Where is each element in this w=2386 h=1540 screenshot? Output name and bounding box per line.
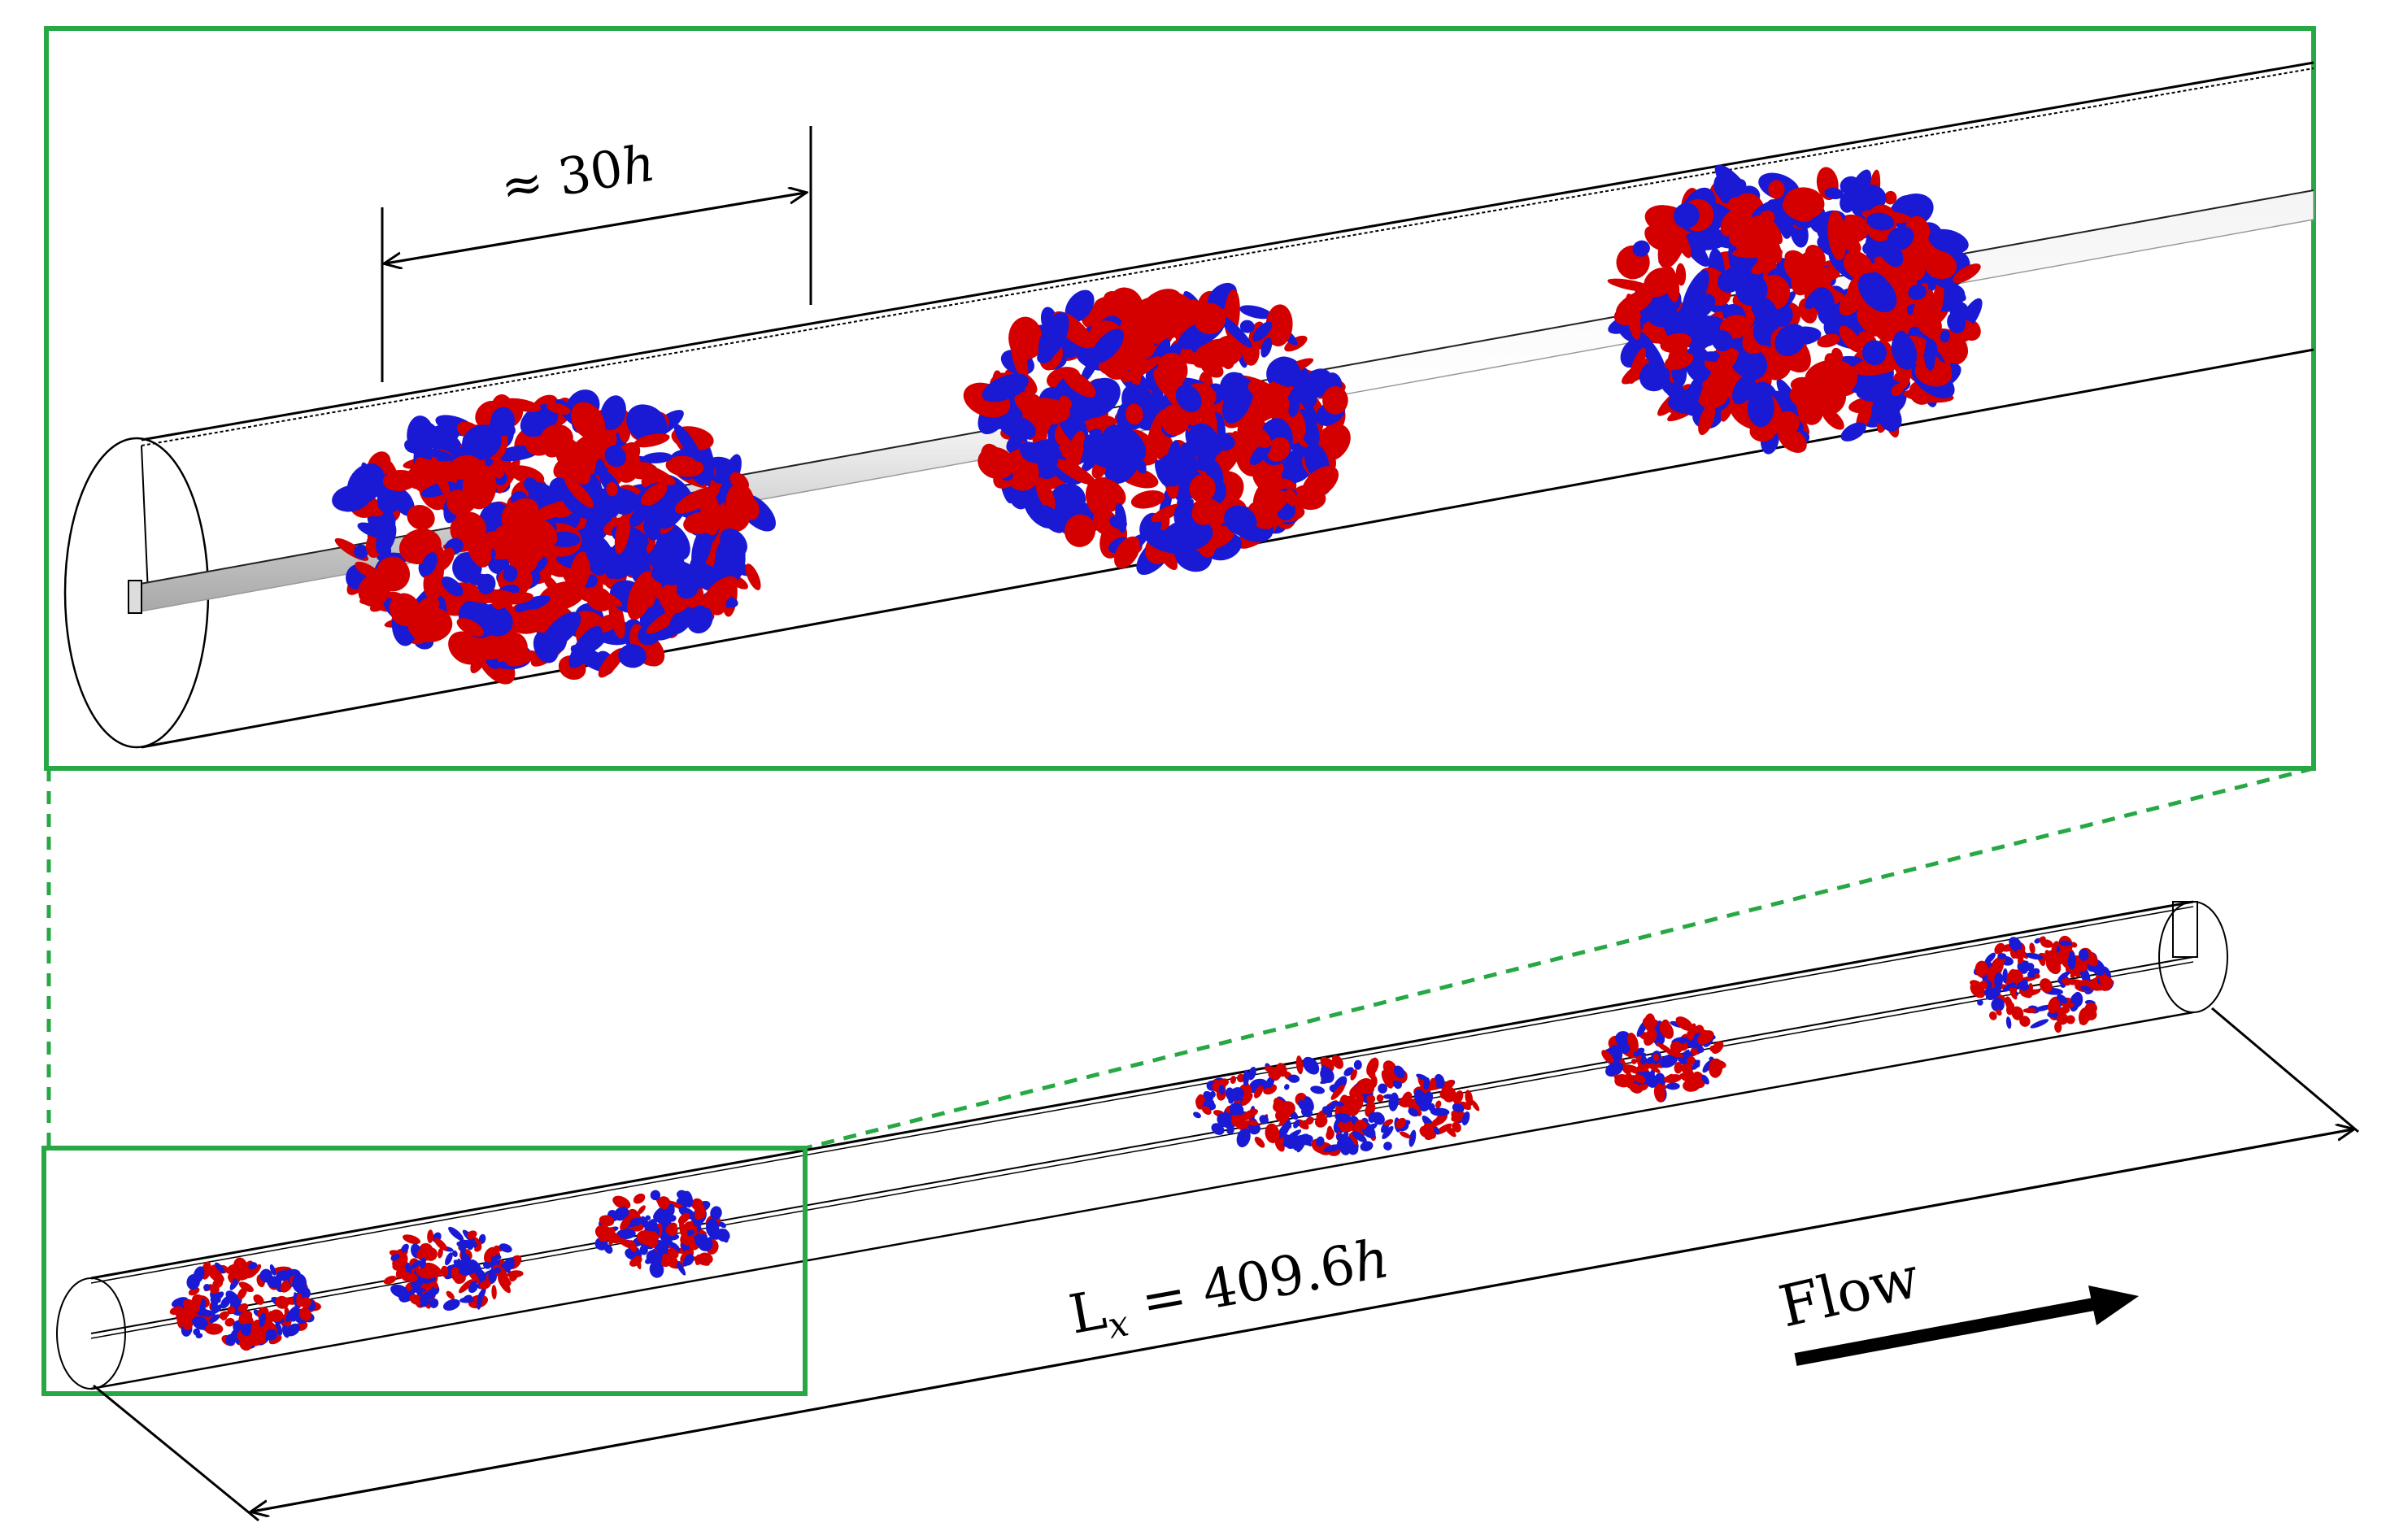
- highlight-box: [41, 1146, 808, 1396]
- flow-indicator: Flow: [1773, 1244, 2139, 1366]
- puff-3: [1607, 164, 1983, 455]
- zoom-puffs: [332, 164, 1983, 685]
- puff-e: [1601, 1013, 1726, 1103]
- full-view: Lx = 409.6h Flow: [41, 900, 2359, 1522]
- spacing-label: ≈ 30h: [496, 133, 659, 216]
- puff-d: [1193, 1055, 1480, 1156]
- full-puffs: [169, 935, 2114, 1351]
- puff-2: [963, 282, 1351, 575]
- zoom-frame: [44, 26, 2316, 771]
- zoom-view: ≈ 30h: [44, 26, 2316, 771]
- zoom-connectors: [46, 766, 2314, 1151]
- puff-f: [1970, 935, 2114, 1033]
- puff-a: [169, 1257, 321, 1351]
- zoom-pipe-top-wall: [141, 61, 2314, 442]
- puff-1: [332, 389, 776, 685]
- flow-label: Flow: [1773, 1244, 1925, 1341]
- spacing-dimension: ≈ 30h: [382, 126, 812, 382]
- puff-b: [383, 1226, 524, 1311]
- puff-c: [594, 1190, 730, 1278]
- flow-arrow: [1794, 1297, 2100, 1366]
